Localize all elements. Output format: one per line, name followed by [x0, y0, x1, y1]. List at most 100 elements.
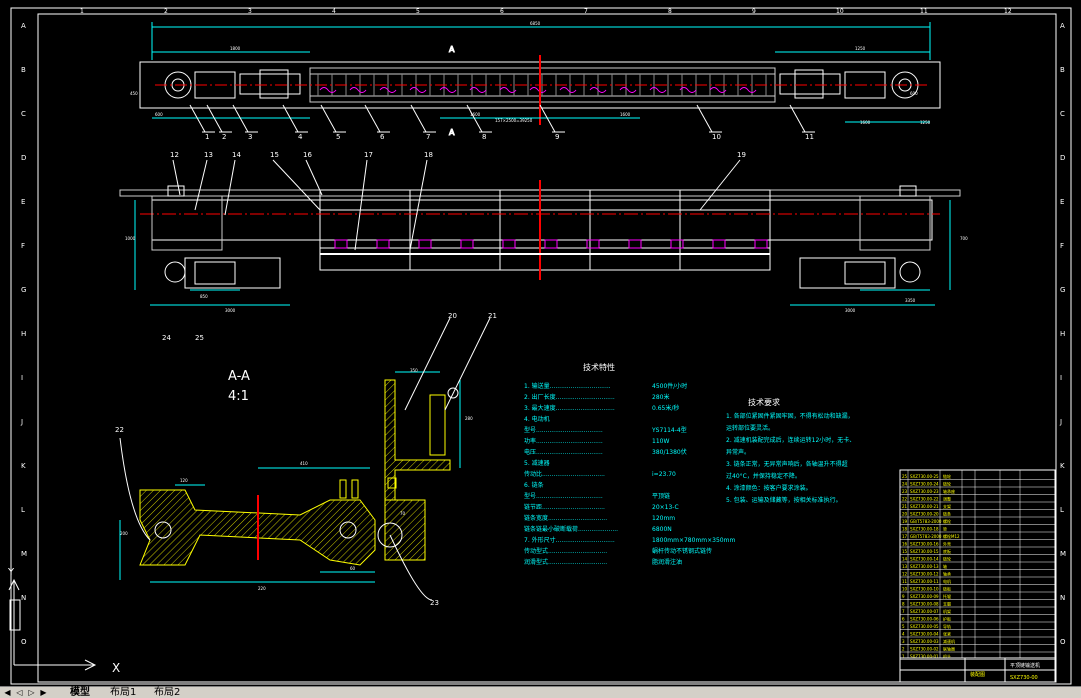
- tech-req-line: 1. 各部位紧固件紧固牢固，不得有松动和缺漏，: [726, 412, 854, 420]
- border-letter-left: O: [21, 638, 27, 646]
- callout-leader: [194, 159, 208, 211]
- bom-name: 底板: [943, 548, 951, 554]
- section-title: A-A: [228, 369, 250, 384]
- side-chain-marks: [334, 239, 768, 249]
- dimension-text: 1600: [860, 120, 871, 125]
- side-view: [119, 180, 961, 306]
- next-tab-arrow-icon[interactable]: ▷: [28, 688, 35, 697]
- bom-code: SXZ730.00-16: [910, 542, 939, 547]
- callout-number: 8: [482, 133, 486, 141]
- callout-leader: [206, 104, 223, 133]
- dimension-text: 1000: [125, 236, 136, 241]
- chain-link: [754, 239, 768, 249]
- chain-link: [544, 239, 558, 249]
- section-mark-bottom: A: [449, 128, 455, 137]
- callout-number: 20: [448, 312, 457, 320]
- bom-code: SXZ730.00-22: [910, 497, 939, 502]
- callout-number: 22: [115, 426, 124, 434]
- bom-name: 螺栓: [943, 518, 951, 524]
- callout-number: 2: [222, 133, 226, 141]
- bom-name: 支架: [943, 503, 951, 509]
- callout-number: 25: [195, 334, 204, 342]
- bom-no: 18: [902, 527, 908, 532]
- bom-code: SXZ730.00-09: [910, 594, 939, 599]
- ucs-icon: [8, 578, 97, 671]
- tech-req-line: 3. 链条正常，无异常声响后，各轴温升不得超: [726, 460, 848, 468]
- bom-no: 20: [902, 512, 908, 517]
- bom-no: 24: [902, 482, 908, 487]
- dimension-text: 350: [410, 368, 418, 373]
- tab-layout2[interactable]: 布局2: [154, 687, 181, 698]
- dimension-text: 60: [350, 566, 356, 571]
- tech-param-key: 链条宽度...............................: [524, 514, 607, 522]
- border-letter-left: L: [21, 506, 25, 514]
- bom-name: 链条: [943, 511, 951, 517]
- bom-name: 垫: [943, 526, 947, 532]
- outer-frame: [10, 7, 1072, 685]
- bom-code: SXZ730.00-25: [910, 474, 939, 479]
- bom-no: 10: [902, 587, 908, 592]
- border-letter-left: A: [21, 22, 26, 30]
- tech-param-value: YS7114-4型: [651, 426, 687, 434]
- dimension-text: 220: [258, 586, 266, 591]
- chain-link: [586, 239, 600, 249]
- tech-param-value: 6800N: [652, 526, 672, 533]
- last-tab-arrow-icon[interactable]: ▶: [40, 688, 47, 697]
- bom-code: SXZ730.00-01: [910, 654, 939, 659]
- callout-number: 15: [270, 151, 279, 159]
- tech-req-line: 5. 包装、运输及储藏等，按相关标准执行。: [726, 496, 842, 504]
- section-mark-top: A: [449, 45, 455, 54]
- top-chain-marks: [319, 87, 757, 93]
- tech-param-value: i=23.70: [652, 471, 676, 478]
- chain-link: [319, 87, 337, 93]
- bom-name: 机头: [943, 653, 951, 659]
- tech-param-value: 4500件/小时: [652, 382, 687, 390]
- bom-name: 支腿: [943, 601, 951, 607]
- callout-leader: [172, 159, 181, 196]
- callout-number: 9: [555, 133, 559, 141]
- dimension-text: 120: [180, 478, 188, 483]
- border-letter-left: J: [20, 418, 23, 426]
- bom-code: SXZ730.00-06: [910, 617, 939, 622]
- layout-tab-bar: ◀ ◁ ▷ ▶ 模型 布局1 布局2: [0, 686, 1081, 698]
- tab-layout1[interactable]: 布局1: [110, 687, 137, 698]
- callout-leader: [466, 104, 483, 133]
- border-letter-right: L: [1060, 506, 1064, 514]
- bom-code: GB/T5783-2000: [910, 519, 942, 524]
- callout-leader: [224, 159, 236, 216]
- callout-leader: [272, 159, 321, 211]
- tech-param-key: 型号...................................: [524, 426, 603, 434]
- dimension-text: 3000: [845, 308, 856, 313]
- bom-no: 25: [902, 474, 908, 479]
- bom-code: SXZ730.00-04: [910, 632, 939, 637]
- bom-no: 9: [902, 594, 905, 599]
- bom-no: 8: [902, 602, 905, 607]
- border-number-top: 2: [164, 8, 168, 15]
- border-letter-right: E: [1060, 198, 1064, 206]
- border-letter-left: E: [21, 198, 25, 206]
- bom-no: 15: [902, 549, 908, 554]
- bom-code: SXZ730.00-24: [910, 482, 939, 487]
- tech-req-title: 技术要求: [748, 397, 780, 407]
- tab-model[interactable]: 模型: [70, 687, 90, 698]
- inner-frame: [37, 13, 1057, 683]
- bom-name: 调整: [943, 496, 951, 502]
- border-letter-right: M: [1060, 550, 1066, 558]
- border-number-top: 9: [752, 8, 756, 15]
- tech-param-key: 6. 链条: [524, 481, 544, 489]
- border-letter-right: I: [1060, 374, 1062, 382]
- tech-req-list: 1. 各部位紧固件紧固牢固，不得有松动和缺漏，运转部位要灵活。2. 减速机装配完…: [726, 412, 855, 504]
- bom-code: SXZ730.00-23: [910, 489, 939, 494]
- chain-link: [679, 87, 697, 93]
- prev-tab-arrow-icon[interactable]: ◁: [16, 688, 23, 697]
- first-tab-arrow-icon[interactable]: ◀: [4, 688, 11, 697]
- callout-number: 3: [248, 133, 252, 141]
- bom-code: SXZ730.00-18: [910, 527, 939, 532]
- dimension-text: 1600: [470, 112, 481, 117]
- callout-leader: [789, 104, 806, 133]
